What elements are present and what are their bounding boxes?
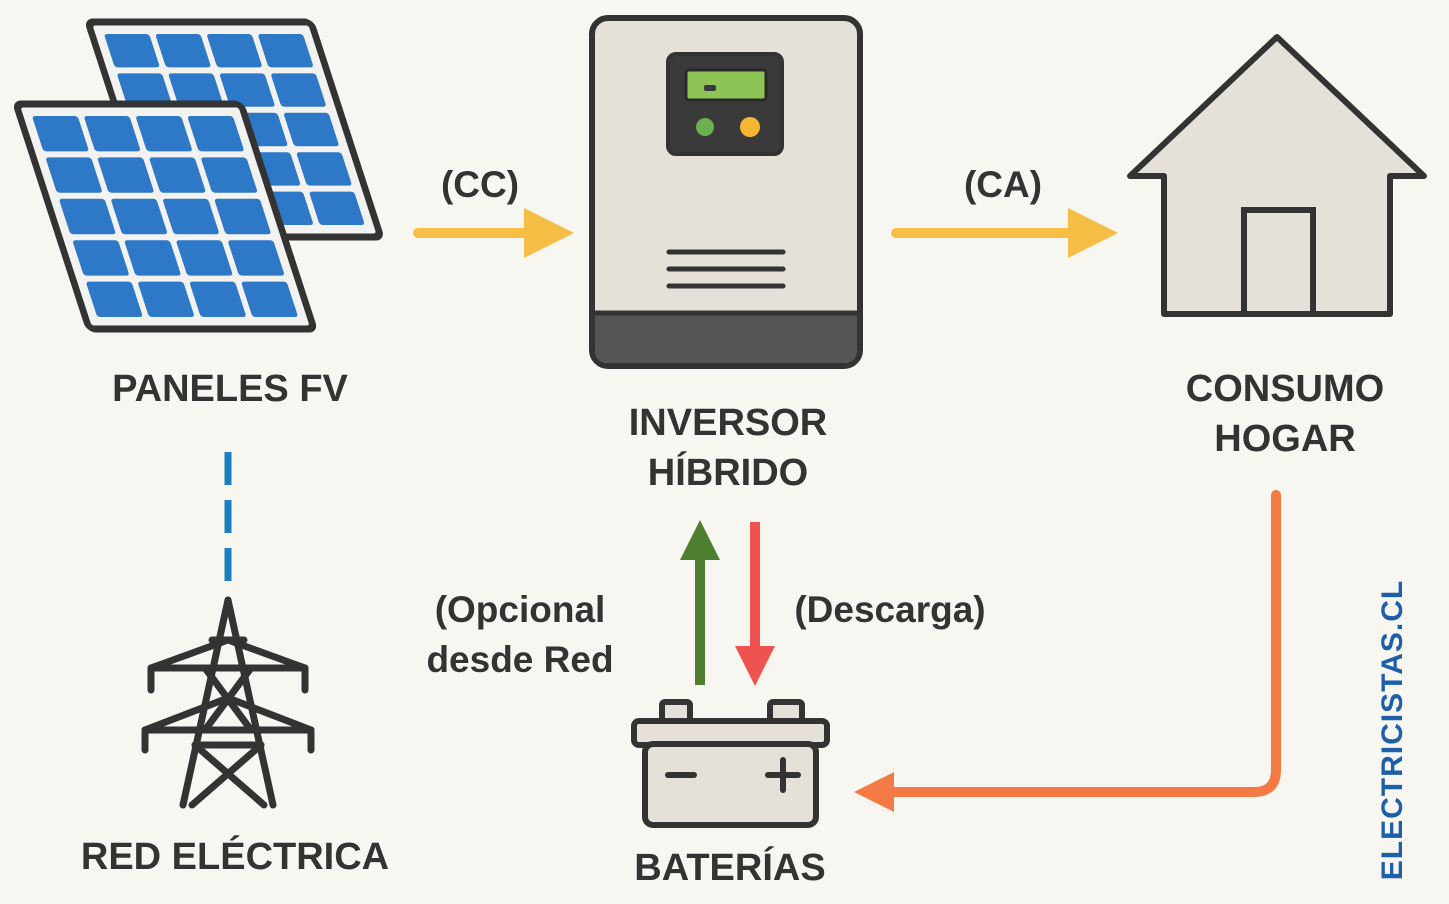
grid-charge-label-line1: (Opcional <box>434 589 606 630</box>
solar-cell <box>104 34 160 68</box>
power-tower-icon <box>141 596 315 809</box>
grid-label: RED ELÉCTRICA <box>80 836 390 878</box>
solar-cell <box>228 240 284 276</box>
solar-cell <box>117 73 172 107</box>
solar-cell <box>207 34 262 68</box>
solar-cell <box>59 198 116 235</box>
solar-cell <box>214 198 271 235</box>
solar-cell <box>241 281 298 318</box>
solar-cell <box>86 281 143 318</box>
ac-flow-label: (CA) <box>963 164 1043 205</box>
solar-cell <box>258 34 313 68</box>
house-icon <box>1127 34 1427 317</box>
solar-cell <box>190 281 246 318</box>
solar-cell <box>176 240 233 276</box>
home-to-battery-arrow <box>854 490 1281 812</box>
solar-cell <box>136 116 192 152</box>
solar-cell <box>187 116 244 152</box>
battery-icon <box>631 699 830 828</box>
solar-cell <box>124 240 181 276</box>
solar-cell <box>149 157 206 193</box>
solar-cell <box>201 157 258 193</box>
solar-cell <box>73 240 129 276</box>
solar-cell <box>168 73 224 107</box>
grid-charge-label-line2: desde Red <box>426 639 614 680</box>
brand-watermark: ELECTRICISTAS.CL <box>1376 579 1409 881</box>
home-label: CONSUMO HOGAR <box>1125 364 1445 464</box>
dc-flow-label: (CC) <box>440 164 520 205</box>
panels-label: PANELES FV <box>112 368 348 410</box>
home-label-line2: HOGAR <box>1214 418 1356 460</box>
solar-cell <box>284 112 339 147</box>
solar-panel-icon <box>13 18 383 333</box>
solar-cell <box>296 152 352 186</box>
solar-cell <box>46 157 102 193</box>
inverter-label: INVERSOR HÍBRIDO <box>568 398 888 498</box>
inverter-label-line2: HÍBRIDO <box>647 452 809 494</box>
solar-cell <box>271 73 326 107</box>
batteries-label: BATERÍAS <box>634 847 826 889</box>
home-label-line1: CONSUMO <box>1185 368 1385 410</box>
solar-cell <box>84 116 141 152</box>
solar-cell <box>32 116 89 152</box>
inverter-label-line1: INVERSOR <box>628 402 828 444</box>
solar-cell <box>155 34 211 68</box>
solar-cell <box>97 157 154 193</box>
solar-cell <box>220 73 275 107</box>
solar-cell <box>138 281 194 318</box>
solar-cell <box>309 191 365 226</box>
hybrid-inverter-icon <box>589 15 863 369</box>
solar-cell <box>111 198 167 235</box>
grid-charge-label: (Opcional desde Red <box>400 585 640 685</box>
discharge-flow-label: (Descarga) <box>794 589 986 630</box>
solar-cell <box>163 198 219 235</box>
